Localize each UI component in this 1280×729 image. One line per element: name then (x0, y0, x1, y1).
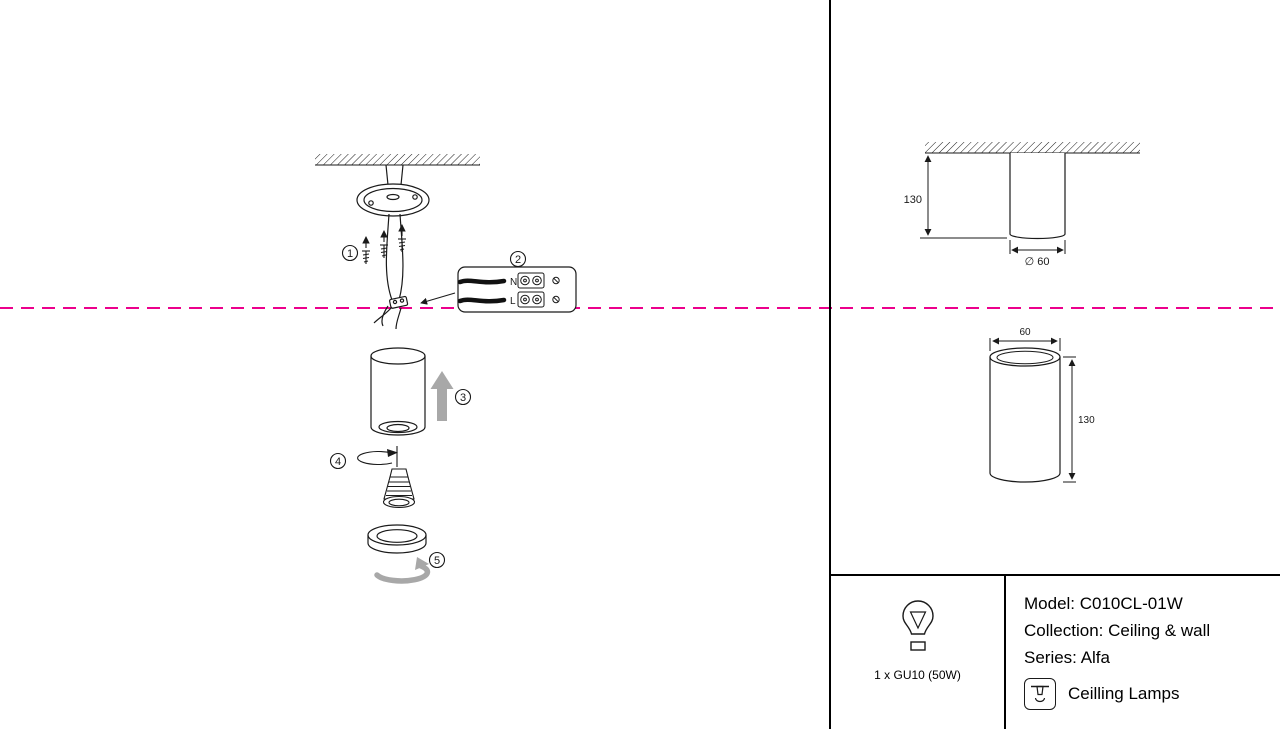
svg-text:2: 2 (515, 254, 521, 266)
step-4-label: 4 (329, 452, 347, 470)
terminal-l-label: L (510, 296, 516, 307)
svg-text:1: 1 (347, 248, 353, 260)
cut-line (0, 307, 1280, 309)
ceiling-lamp-icon (1024, 678, 1056, 710)
ceiling-hatch (315, 154, 480, 166)
category-label: Ceilling Lamps (1068, 684, 1180, 703)
step-2-label: 2 (509, 250, 527, 268)
category-row: Ceilling Lamps (1024, 678, 1280, 710)
svg-text:5: 5 (434, 555, 440, 567)
lamp-body (370, 347, 426, 436)
svg-text:3: 3 (460, 392, 466, 404)
gu10-bulb (382, 468, 416, 509)
series-text: Series: Alfa (1024, 648, 1110, 667)
svg-text:4: 4 (335, 456, 341, 468)
rotation-arrow-5 (374, 557, 431, 584)
footer-top-border (830, 574, 1280, 576)
iso-view: 60 130 (989, 327, 1095, 483)
step-5-label: 5 (428, 551, 446, 569)
trim-ring (367, 524, 427, 554)
bulb-icon (901, 600, 934, 651)
mounting-plate (356, 164, 430, 301)
model-text: Model: C010CL-01W (1024, 594, 1183, 613)
wire-joint (373, 295, 409, 330)
collection-text: Collection: Ceiling & wall (1024, 621, 1211, 640)
main-divider (829, 0, 831, 729)
product-info-box: Model: C010CL-01W Collection: Ceiling & … (1006, 576, 1280, 729)
terminal-n-label: N (510, 277, 517, 288)
iso-height-label: 130 (1078, 415, 1095, 426)
step-1-label: 1 (341, 244, 359, 262)
front-view: 130 ∅ 60 (904, 142, 1140, 268)
mounting-screws (362, 225, 406, 264)
installation-diagram: 1 2 N L (315, 154, 577, 584)
iso-width-label: 60 (1019, 327, 1031, 338)
front-diameter-label: ∅ 60 (1025, 256, 1050, 268)
rotation-arrow-4 (357, 446, 398, 467)
up-arrow (430, 371, 454, 421)
wire-connector-block: N L (420, 266, 577, 313)
bulb-spec-box: 1 x GU10 (50W) (831, 576, 1004, 729)
step-3-label: 3 (454, 388, 472, 406)
front-height-label: 130 (904, 194, 922, 206)
dimension-views: 130 ∅ 60 60 130 (904, 142, 1140, 483)
footer-divider (1004, 574, 1006, 729)
bulb-count-label: 1 x GU10 (50W) (874, 668, 961, 682)
